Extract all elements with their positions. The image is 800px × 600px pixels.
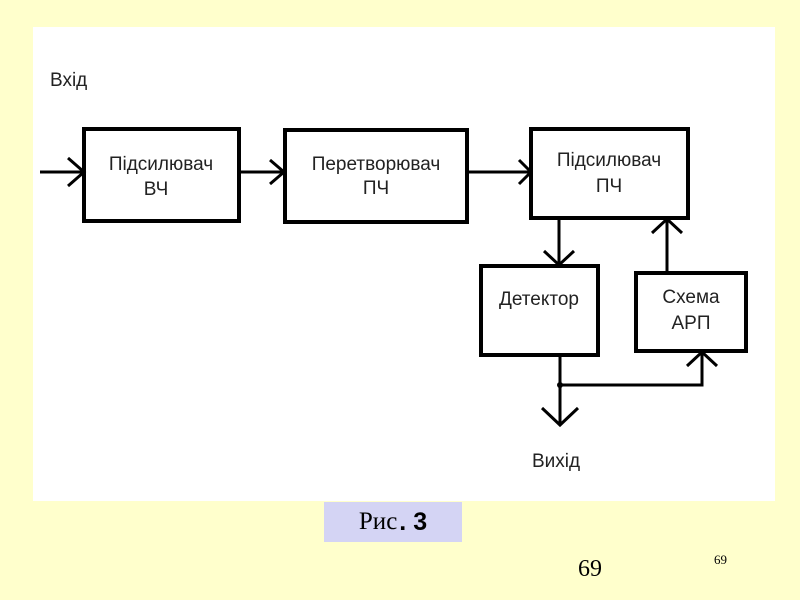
figure-caption: Рис. 3 [324,502,462,542]
slide-number: 69 [714,552,727,567]
input-arrow [40,156,87,188]
output-label: Вихід [532,451,580,472]
block-detector-line1: Детектор [499,289,579,310]
diagram-panel [33,27,775,501]
block-agc-line2: АРП [671,313,710,334]
block-if-amplifier-line2: ПЧ [596,176,622,197]
page-number: 69 [578,556,602,582]
arrow-converter-to-if-amp [467,158,534,186]
figure-caption-number: . 3 [399,507,428,536]
block-agc: Схема АРП [634,271,748,353]
arrow-rf-to-converter [239,158,287,186]
block-if-converter: Перетворювач ПЧ [283,128,469,224]
arrow-if-amp-to-detector [542,218,576,268]
block-rf-amplifier-line2: ВЧ [144,179,168,200]
input-label: Вхід [50,70,87,91]
block-rf-amplifier-line1: Підсилювач [109,154,213,175]
arrow-agc-to-if-amp [650,216,684,273]
block-if-amplifier-line1: Підсилювач [557,150,661,171]
arrow-detector-to-agc [557,349,719,388]
block-if-converter-line1: Перетворювач [312,154,441,175]
figure-caption-prefix: Рис [358,508,398,535]
block-if-converter-line2: ПЧ [363,178,389,199]
output-arrow [540,385,580,428]
block-detector: Детектор [479,264,600,357]
block-if-amplifier: Підсилювач ПЧ [529,127,690,220]
block-agc-line1: Схема [662,287,720,308]
block-rf-amplifier: Підсилювач ВЧ [82,127,241,223]
